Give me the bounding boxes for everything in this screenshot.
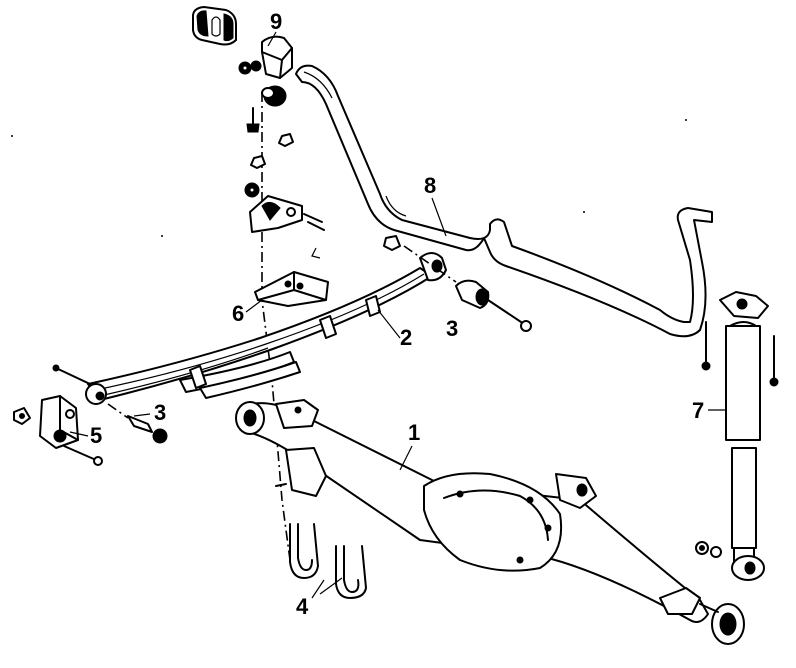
leaf-spring [85,252,447,405]
leader-axle-housing [399,445,413,471]
callout-shock-absorber: 7 [692,398,704,423]
leader-bar-bracket [267,31,277,47]
callout-axle-housing: 1 [408,420,420,445]
dot-mark [583,211,585,213]
dot-mark [161,235,163,237]
front-bushing-hardware [52,364,168,444]
callout-bar-bracket: 9 [270,9,282,34]
dot-mark [685,119,687,121]
dot-mark [11,135,13,137]
stabilizer-bar [295,64,713,338]
shackle [13,395,103,466]
leader-spring-plate [245,299,263,313]
spring-hanger-bracket [249,195,325,259]
callout-leaf-spring: 2 [400,325,412,350]
spring-plate [254,271,329,307]
leader-bushing-front [133,413,151,417]
assembly-centerline [261,92,291,561]
callout-shackle: 5 [90,423,102,448]
callout-stabilizer-bar: 8 [424,173,436,198]
callout-u-bolts: 4 [296,594,309,619]
rear-bushing-hardware [383,235,532,332]
callout-bushing-front: 3 [154,400,166,425]
callout-bushing-rear: 3 [446,316,458,341]
axle-housing [235,399,745,645]
shock-absorber [695,291,779,581]
bar-bracket-assembly [191,6,294,198]
leader-u-bolts [311,579,325,599]
leader-leaf-spring [377,309,401,339]
u-bolts [275,447,367,599]
leader-shackle [69,431,89,437]
leader-stabilizer-bar [431,197,447,237]
callout-spring-plate: 6 [232,301,244,326]
